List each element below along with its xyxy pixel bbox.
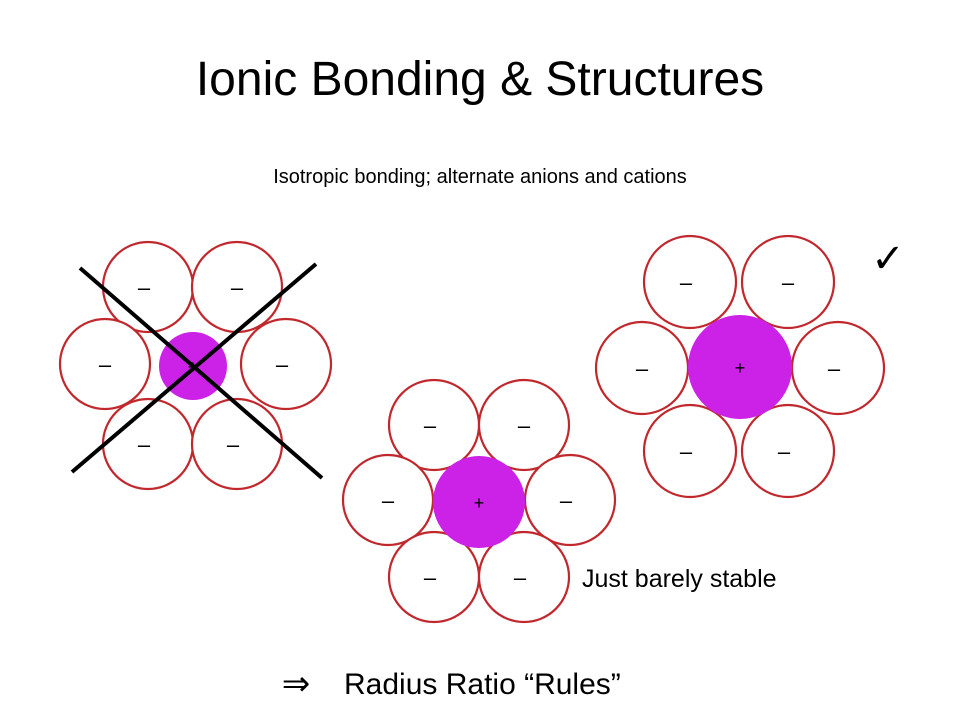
anion-charge-symbol: – (782, 270, 795, 295)
barely-stable-cluster: – – – – – – + (341, 378, 617, 624)
implies-arrow-icon: ⇒ (282, 664, 311, 704)
anion-charge-symbol: – (560, 488, 573, 513)
anion-charge-symbol: – (636, 356, 649, 381)
anion-circle (642, 234, 738, 330)
cation-charge-symbol: + (735, 358, 746, 378)
anion-circle (58, 317, 152, 411)
stable-label: Just barely stable (582, 565, 777, 593)
cation-charge-symbol: + (474, 493, 485, 513)
anion-charge-symbol: – (424, 565, 437, 590)
cation-circle (688, 315, 792, 419)
anion-circle (642, 403, 738, 499)
anion-charge-symbol: – (424, 413, 437, 438)
large-cation-cluster: – – – – – – + (594, 234, 886, 499)
anion-charge-symbol: – (138, 432, 151, 457)
anion-charge-symbol: – (680, 270, 693, 295)
anion-charge-symbol: – (680, 439, 693, 464)
page-title: Ionic Bonding & Structures (195, 53, 765, 106)
anion-circle (477, 530, 571, 624)
anion-circle (477, 378, 571, 472)
subtitle: Isotropic bonding; alternate anions and … (273, 166, 687, 188)
anion-charge-symbol: – (518, 413, 531, 438)
checkmark-icon: ✓ (871, 236, 905, 282)
cross-out-mark (70, 262, 324, 480)
anion-charge-symbol: – (231, 275, 244, 300)
anion-circle (790, 320, 886, 416)
anion-charge-symbol: – (99, 352, 112, 377)
anion-circle (740, 234, 836, 330)
cross-line (78, 266, 324, 480)
anion-charge-symbol: – (382, 488, 395, 513)
anion-charge-symbol: – (276, 352, 289, 377)
anion-charge-symbol: – (138, 275, 151, 300)
anion-charge-symbol: – (514, 565, 527, 590)
anion-circle (594, 320, 690, 416)
cation-circle (433, 456, 525, 548)
anion-circle (239, 317, 333, 411)
anion-circle (341, 453, 435, 547)
anion-charge-symbol: – (778, 439, 791, 464)
anion-charge-symbol: – (828, 356, 841, 381)
anion-circle (740, 403, 836, 499)
anion-circle (523, 453, 617, 547)
conclusion-text: Radius Ratio “Rules” (344, 668, 621, 701)
anion-charge-symbol: – (227, 432, 240, 457)
cross-line (70, 262, 318, 474)
